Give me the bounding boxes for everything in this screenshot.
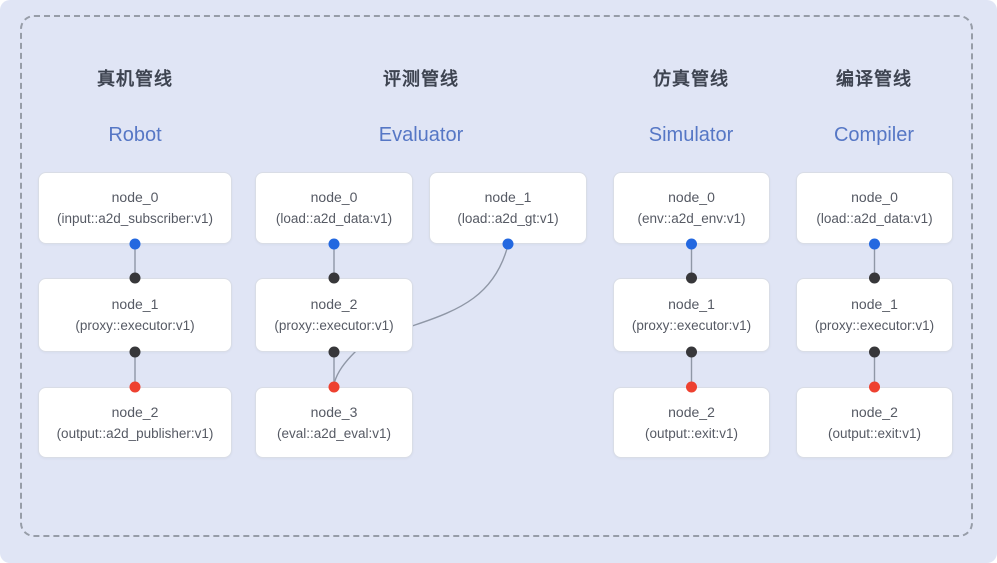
node-name: node_1 — [851, 296, 898, 312]
node-type: (input::a2d_subscriber:v1) — [56, 211, 214, 226]
node-type: (proxy::executor:v1) — [631, 318, 752, 333]
dashed-frame — [20, 15, 973, 537]
node-box-comp-1: node_1 (proxy::executor:v1) — [796, 278, 953, 352]
node-name: node_1 — [484, 189, 532, 205]
node-box-robot-0: node_0 (input::a2d_subscriber:v1) — [38, 172, 232, 244]
node-type: (proxy::executor:v1) — [274, 318, 394, 333]
node-name: node_0 — [668, 189, 715, 205]
node-box-robot-2: node_2 (output::a2d_publisher:v1) — [38, 387, 232, 458]
node-name: node_0 — [310, 189, 358, 205]
node-box-eval-1: node_1 (load::a2d_gt:v1) — [429, 172, 587, 244]
node-name: node_1 — [668, 296, 715, 312]
node-box-comp-2: node_2 (output::exit:v1) — [796, 387, 953, 458]
node-name: node_2 — [111, 403, 159, 420]
pipeline-title-robot: 真机管线 — [97, 69, 173, 89]
node-name: node_3 — [310, 403, 358, 420]
pipeline-subtitle-simulator: Simulator — [648, 124, 734, 146]
node-type: (env::a2d_env:v1) — [637, 211, 746, 226]
node-type: (eval::a2d_eval:v1) — [276, 425, 392, 441]
node-type: (output::exit:v1) — [644, 425, 739, 441]
node-box-sim-0: node_0 (env::a2d_env:v1) — [613, 172, 770, 244]
pipeline-title-simulator: 仿真管线 — [653, 69, 729, 89]
node-name: node_2 — [310, 296, 358, 312]
node-box-eval-0: node_0 (load::a2d_data:v1) — [255, 172, 413, 244]
node-box-sim-2: node_2 (output::exit:v1) — [613, 387, 770, 458]
node-type: (output::exit:v1) — [827, 425, 922, 441]
pipeline-subtitle-robot: Robot — [108, 124, 162, 146]
node-name: node_1 — [111, 296, 159, 312]
node-box-comp-0: node_0 (load::a2d_data:v1) — [796, 172, 953, 244]
node-box-eval-3: node_3 (eval::a2d_eval:v1) — [255, 387, 413, 458]
pipeline-title-evaluator: 评测管线 — [383, 69, 459, 89]
node-type: (load::a2d_data:v1) — [275, 211, 393, 226]
node-name: node_0 — [111, 189, 159, 205]
node-box-sim-1: node_1 (proxy::executor:v1) — [613, 278, 770, 352]
node-type: (proxy::executor:v1) — [814, 318, 935, 333]
node-box-robot-1: node_1 (proxy::executor:v1) — [38, 278, 232, 352]
node-type: (output::a2d_publisher:v1) — [56, 425, 214, 441]
node-name: node_2 — [668, 403, 715, 420]
pipeline-subtitle-evaluator: Evaluator — [378, 124, 464, 146]
node-type: (proxy::executor:v1) — [75, 318, 195, 333]
pipeline-title-compiler: 编译管线 — [836, 69, 912, 89]
node-type: (load::a2d_data:v1) — [816, 211, 933, 226]
node-name: node_0 — [851, 189, 898, 205]
node-name: node_2 — [851, 403, 898, 420]
node-type: (load::a2d_gt:v1) — [457, 211, 559, 226]
pipeline-subtitle-compiler: Compiler — [833, 124, 915, 146]
node-box-eval-2: node_2 (proxy::executor:v1) — [255, 278, 413, 352]
